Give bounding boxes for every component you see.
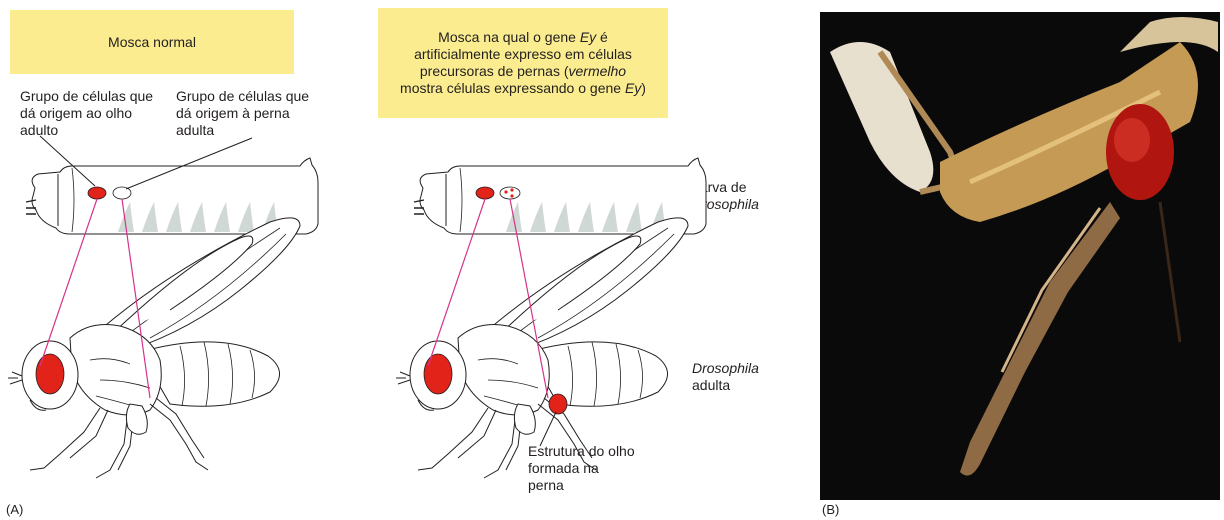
leg-precursor-cells — [113, 187, 131, 199]
adult-eye — [36, 354, 64, 394]
eye-precursor-cells — [88, 187, 106, 199]
mutant-adult-fly — [396, 218, 688, 478]
fly-leg-with-eye-photo — [820, 12, 1220, 500]
normal-adult-fly — [8, 218, 300, 478]
fly-diagram — [0, 0, 820, 520]
ectopic-eye-on-leg — [549, 394, 567, 414]
panel-b-label: (B) — [822, 502, 839, 517]
